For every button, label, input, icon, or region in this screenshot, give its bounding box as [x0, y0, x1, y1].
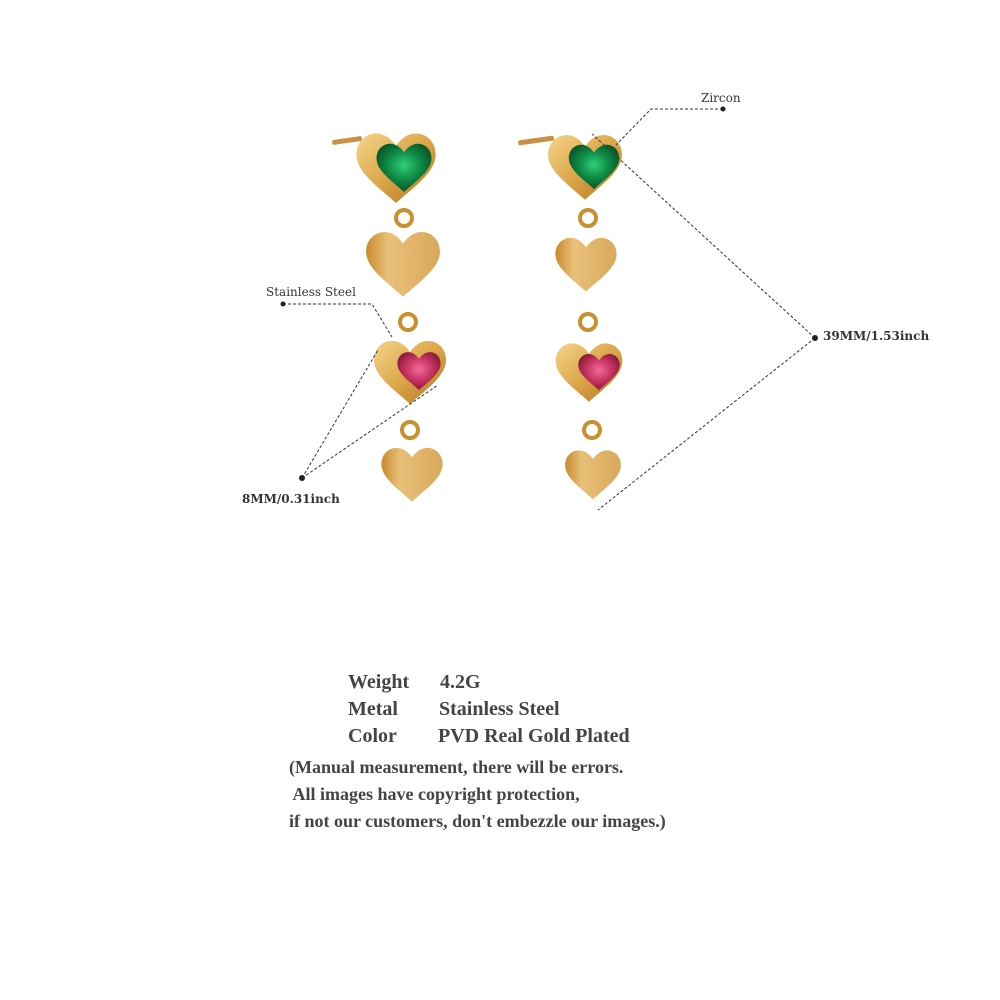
spec-color-value: PVD Real Gold Plated: [438, 725, 630, 747]
note-line-3: if not our customers, don't embezzle our…: [289, 811, 666, 831]
spec-weight-label: Weight: [348, 671, 410, 693]
left-earring: [332, 133, 446, 502]
right-earring: [518, 135, 623, 500]
zircon-label: Zircon: [701, 91, 741, 105]
spec-color-label: Color: [348, 725, 397, 747]
spec-metal-label: Metal: [348, 698, 398, 720]
width-dimension-label: 8MM/0.31inch: [242, 492, 340, 506]
note-line-1: (Manual measurement, there will be error…: [289, 757, 624, 777]
stainless-steel-label: Stainless Steel: [266, 285, 356, 299]
dimension-lines: [283, 108, 816, 511]
spec-metal-value: Stainless Steel: [439, 698, 560, 720]
length-dimension-label: 39MM/1.53inch: [823, 329, 930, 343]
spec-weight-value: 4.2G: [440, 671, 481, 693]
note-line-2: All images have copyright protection,: [289, 784, 580, 804]
